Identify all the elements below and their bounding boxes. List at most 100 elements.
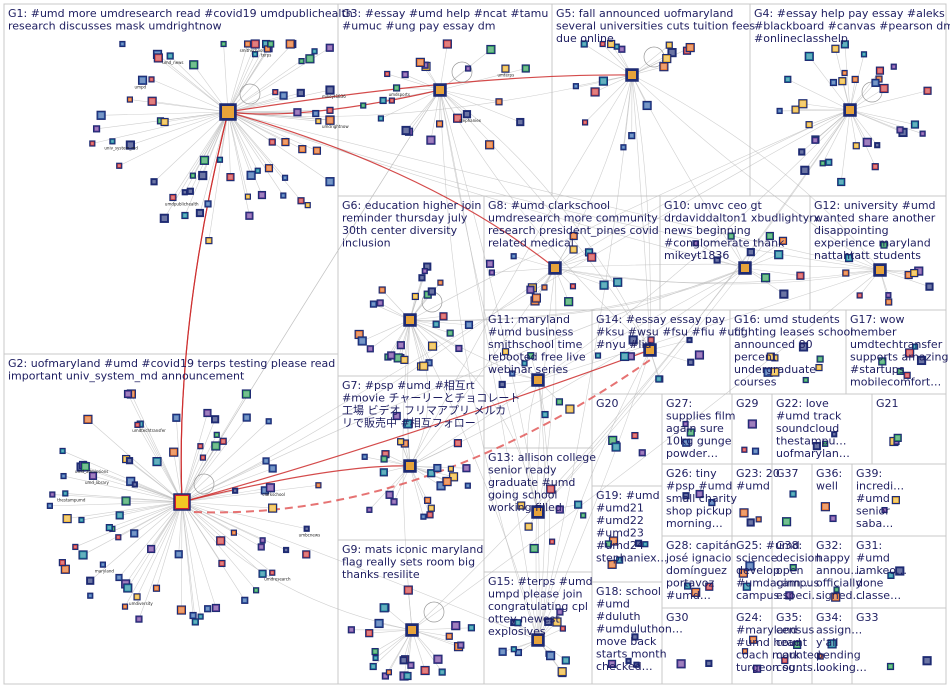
edge-cross-group bbox=[227, 111, 881, 271]
edge bbox=[849, 90, 928, 111]
graph-node bbox=[682, 438, 691, 447]
graph-node bbox=[485, 259, 495, 268]
graph-node bbox=[390, 498, 398, 506]
graph-node bbox=[195, 208, 205, 218]
graph-node bbox=[510, 253, 517, 260]
graph-node bbox=[298, 58, 305, 65]
graph-node bbox=[303, 525, 310, 532]
graph-node bbox=[218, 559, 226, 568]
graph-node bbox=[760, 273, 771, 283]
graph-node bbox=[890, 63, 897, 70]
graph-node bbox=[152, 457, 162, 467]
graph-node bbox=[380, 455, 388, 463]
graph-node bbox=[60, 564, 70, 574]
panel-label-g1: G1: #umd more umdresearch read #covid19 … bbox=[8, 7, 353, 33]
edge bbox=[181, 501, 201, 617]
graph-node bbox=[427, 287, 436, 296]
graph-node bbox=[686, 336, 693, 344]
graph-node bbox=[72, 543, 79, 551]
graph-node bbox=[421, 267, 428, 275]
graph-node bbox=[357, 336, 367, 346]
graph-node bbox=[831, 44, 840, 53]
node-label: thestampumd bbox=[57, 497, 86, 502]
edge-cross-group bbox=[227, 111, 746, 269]
graph-node bbox=[880, 241, 888, 249]
panel-label-g3: G3: #essay #umd help #ncat #tamu#umuc #u… bbox=[342, 7, 548, 33]
edge bbox=[388, 629, 413, 673]
graph-node bbox=[250, 39, 260, 49]
edge bbox=[118, 501, 183, 578]
edge bbox=[227, 43, 267, 113]
graph-node bbox=[374, 618, 384, 629]
graph-node bbox=[510, 646, 517, 653]
graph-node bbox=[516, 117, 525, 127]
graph-node bbox=[126, 476, 136, 486]
graph-node bbox=[123, 389, 133, 399]
edge bbox=[181, 487, 271, 503]
graph-node bbox=[189, 60, 199, 70]
graph-node bbox=[298, 145, 307, 154]
edge-cross-group bbox=[411, 269, 881, 631]
graph-node bbox=[604, 540, 612, 548]
graph-node bbox=[211, 603, 221, 613]
graph-node bbox=[910, 268, 919, 278]
graph-node bbox=[125, 457, 134, 465]
graph-node bbox=[244, 193, 251, 200]
edge-cross-group bbox=[554, 74, 633, 269]
graph-node bbox=[831, 431, 838, 438]
hub-node-g2 bbox=[173, 493, 191, 511]
graph-node bbox=[765, 231, 774, 241]
graph-node bbox=[58, 559, 66, 567]
hub-node-g11 bbox=[531, 373, 545, 387]
edge-cross-group bbox=[409, 109, 851, 321]
graph-node bbox=[742, 582, 751, 591]
graph-node bbox=[403, 419, 413, 429]
graph-node bbox=[831, 592, 841, 602]
edge-highlight bbox=[181, 349, 651, 503]
group-labels: G1: #umd more umdresearch read #covid19 … bbox=[8, 7, 950, 674]
edge bbox=[387, 73, 441, 91]
graph-node bbox=[257, 543, 265, 551]
graph-node bbox=[265, 418, 272, 425]
edge bbox=[227, 111, 250, 216]
graph-node bbox=[397, 438, 405, 446]
graph-node bbox=[860, 51, 868, 58]
edge bbox=[362, 319, 411, 342]
graph-node bbox=[705, 582, 714, 591]
graph-node bbox=[755, 516, 762, 523]
edge bbox=[181, 484, 319, 503]
graph-node bbox=[749, 635, 758, 644]
edge-cross-group bbox=[402, 319, 413, 631]
graph-node bbox=[802, 376, 809, 384]
edge bbox=[227, 92, 301, 113]
graph-node bbox=[169, 447, 179, 457]
panel-label-g23: G23: 20#umd bbox=[736, 467, 780, 493]
graph-node bbox=[655, 375, 663, 383]
graph-node bbox=[115, 534, 122, 541]
graph-node bbox=[446, 329, 454, 337]
graph-node bbox=[607, 559, 617, 569]
node-label: clarkschool bbox=[262, 492, 285, 497]
edge bbox=[227, 111, 252, 176]
panel-g38 bbox=[771, 535, 813, 609]
graph-node bbox=[548, 538, 556, 545]
graph-node bbox=[825, 158, 833, 166]
hub-node-g12 bbox=[873, 263, 887, 277]
graph-node bbox=[109, 138, 116, 145]
edge-cross-group bbox=[537, 267, 557, 513]
edge bbox=[513, 255, 556, 269]
panel-label-g33: G33 bbox=[856, 611, 879, 624]
edge bbox=[779, 109, 851, 112]
graph-node bbox=[246, 170, 256, 180]
graph-node bbox=[304, 202, 311, 209]
graph-node bbox=[325, 85, 335, 95]
hub-node-g10 bbox=[738, 261, 752, 275]
graph-node bbox=[49, 491, 56, 498]
graph-node bbox=[569, 245, 578, 254]
edge bbox=[802, 103, 851, 111]
graph-node bbox=[580, 40, 588, 48]
